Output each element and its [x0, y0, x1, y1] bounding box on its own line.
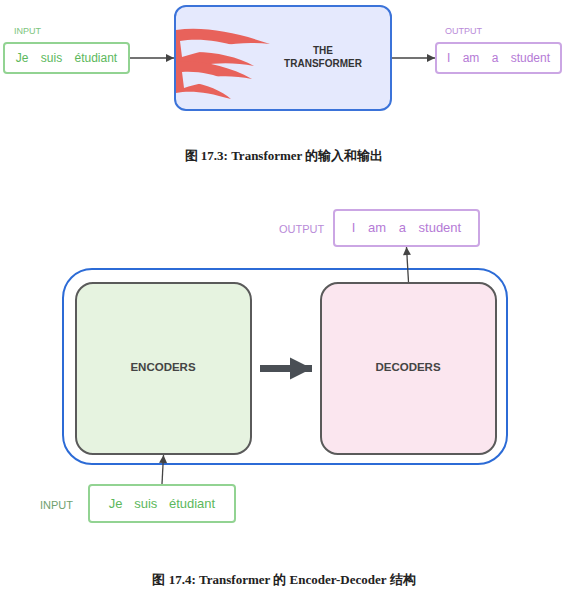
box-heading: INPUT [40, 498, 86, 512]
flow-arrow [130, 57, 174, 58]
flow-arrow [392, 57, 435, 58]
box-label: ENCODERS [77, 284, 249, 452]
box-label: Je suis étudiant [90, 486, 234, 521]
output-box: OUTPUTI am a student [435, 42, 562, 74]
figure-caption: 图 17.4: Transformer 的 Encoder-Decoder 结构 [0, 571, 568, 589]
box-label: DECODERS [322, 284, 494, 452]
encoder-stack: ENCODERS [75, 282, 252, 455]
box-label: I am a student [437, 44, 560, 72]
input-box: INPUTJe suis étudiant [3, 42, 130, 74]
box-heading: OUTPUT [279, 222, 331, 236]
box-label: THE TRANSFORMER [280, 41, 366, 73]
box-label: I am a student [335, 211, 478, 245]
model-container: ENCODERS DECODERS [62, 268, 508, 465]
box-heading: OUTPUT [445, 25, 505, 37]
box-heading: INPUT [14, 25, 74, 37]
figure-caption: 图 17.3: Transformer 的输入和输出 [0, 147, 568, 165]
transformer-box: THE TRANSFORMER [174, 5, 392, 111]
input-box: INPUTJe suis étudiant [88, 484, 236, 523]
box-label: Je suis étudiant [5, 44, 128, 72]
output-box: OUTPUTI am a student [333, 209, 480, 247]
decoder-stack: DECODERS [320, 282, 497, 455]
